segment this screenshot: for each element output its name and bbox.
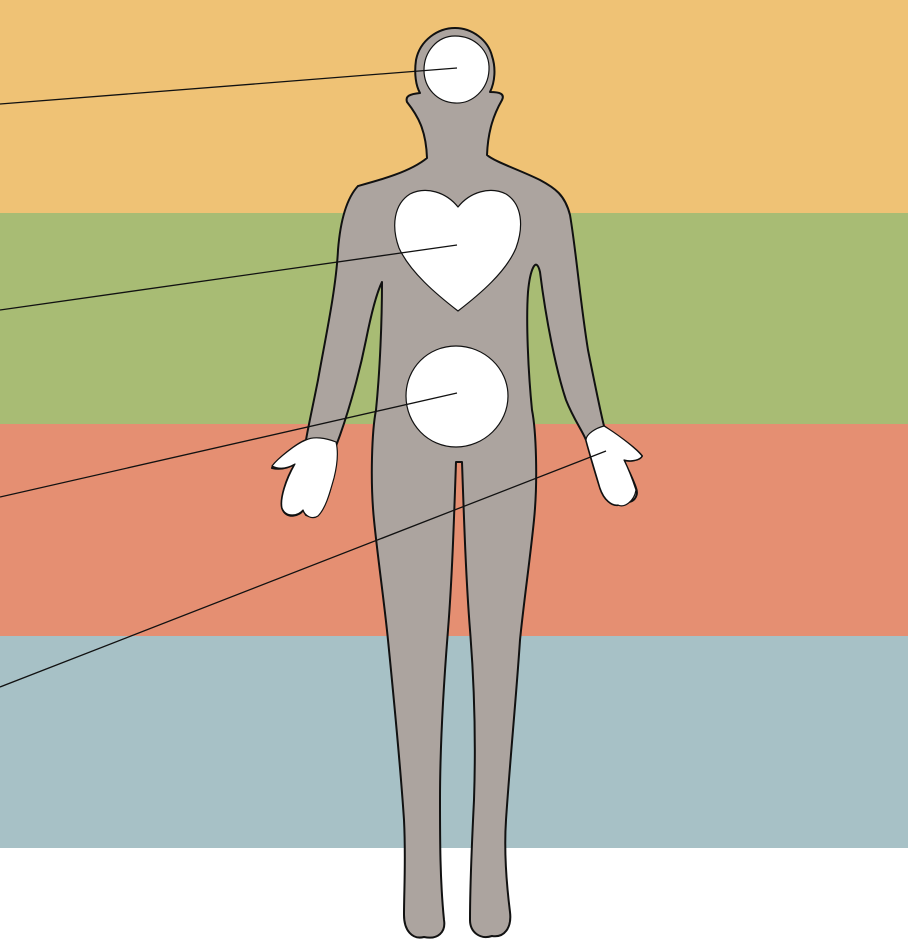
band-hands bbox=[0, 636, 908, 848]
belly-circle-icon bbox=[406, 346, 508, 447]
